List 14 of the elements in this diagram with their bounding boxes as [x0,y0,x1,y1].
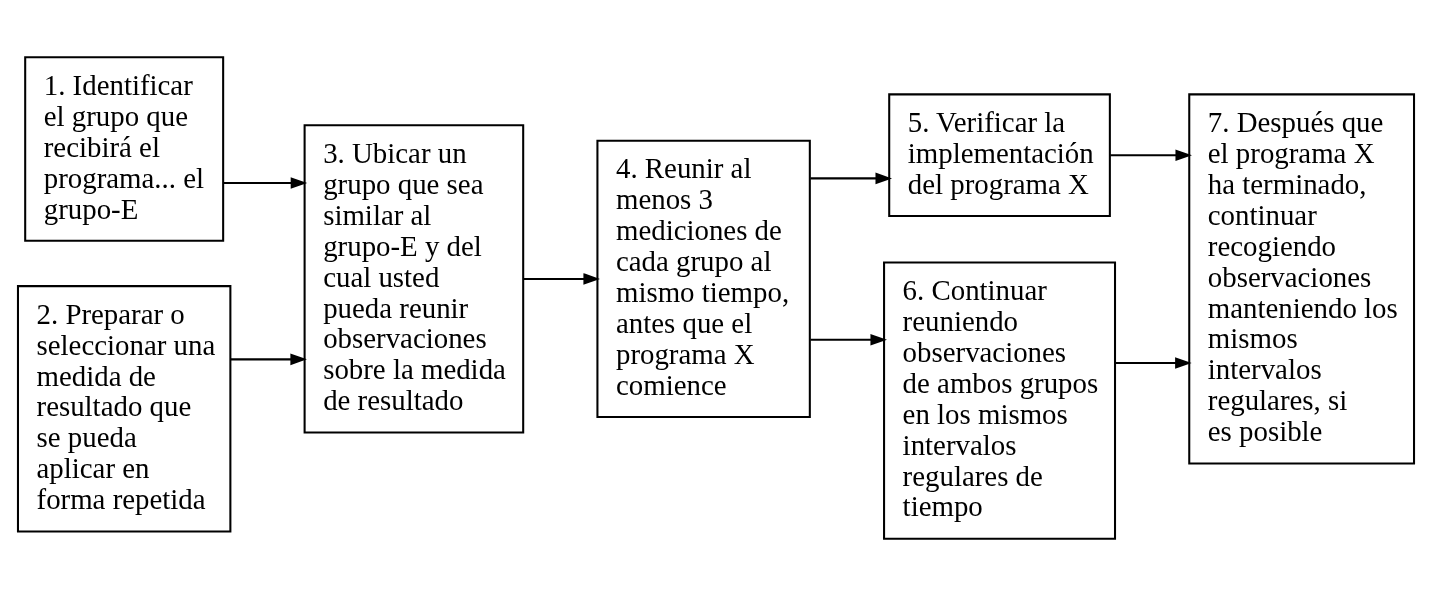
node-box: 1. Identificar el grupo que recibirá el programa... el grupo-E [23,55,224,242]
arrow [809,172,892,184]
node-box: 7. Después que el programa X ha terminado, continuar recogiendo observaciones manteniendo los mismos intervalos regulares, si es posible [1187,92,1415,464]
arrow [809,333,887,346]
arrow [229,353,307,365]
node-box: 5. Verificar la implementación del programa X [887,92,1111,217]
node-box: 3. Ubicar un grupo que sea similar al grupo-E y del cual usted pueda reunir observaciones sobre la medida de resultado [303,123,524,434]
arrow [1109,148,1192,161]
arrow [223,176,307,189]
arrow [522,272,600,285]
node-box: 2. Preparar o seleccionar una medida de resultado que se pueda aplicar en forma repetida [16,284,231,533]
node-box: 4. Reunir al menos 3 mediciones de cada grupo al mismo tiempo, antes que el programa X comience [595,139,811,418]
node-box: 6. Continuar reuniendo observaciones de ambos grupos en los mismos intervalos regulares de tiempo [882,260,1116,540]
arrow [1114,356,1192,369]
